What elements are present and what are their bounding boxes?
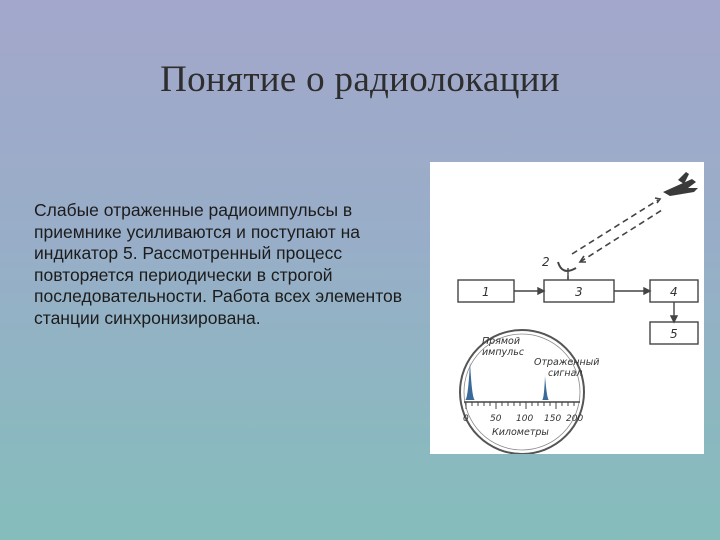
distance-scale [464,401,580,409]
radio-wave-arrows [571,197,663,263]
reflected-pulse-mark [542,376,549,400]
block-1-label: 1 [482,285,490,299]
scale-tick-100: 100 [516,414,533,424]
scale-tick-150: 150 [544,414,561,424]
block-connections [514,276,679,324]
indicator-screen [459,329,585,454]
direct-pulse-mark [465,362,475,400]
antenna-label: 2 [542,255,550,269]
slide-title: Понятие о радиолокации [160,59,560,100]
block-3-label: 3 [575,285,583,299]
block-4-label: 4 [670,285,678,299]
radar-diagram-svg: 2 1 3 4 5 Прямой импульс Отраженн [457,172,699,454]
slide-body-text: Слабые отраженные радиоимпульсы в приемн… [34,200,403,328]
reflected-signal-label-1: Отраженный [534,357,599,368]
reflected-signal-label-2: сигнал [548,368,583,379]
scale-tick-200: 200 [566,414,583,424]
scale-unit-label: Километры [492,427,549,438]
direct-pulse-label-2: импульс [482,347,525,358]
scale-tick-0: 0 [463,414,469,424]
direct-pulse-label-1: Прямой [482,336,520,347]
block-5-label: 5 [670,327,678,341]
antenna-icon [557,261,577,280]
aircraft-icon [663,172,698,196]
radar-diagram: 2 1 3 4 5 Прямой импульс Отраженн [430,162,704,454]
scale-tick-50: 50 [490,414,502,424]
